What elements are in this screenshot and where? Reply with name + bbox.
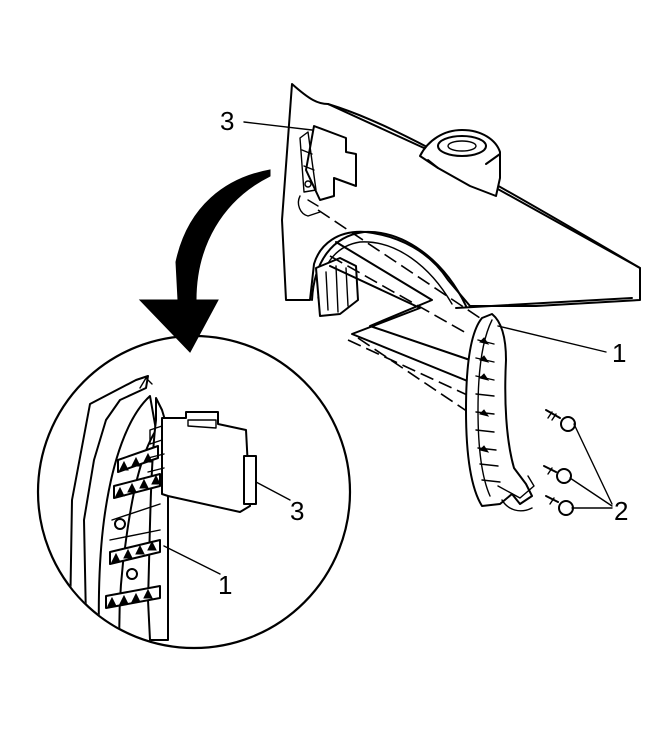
front-bracket bbox=[297, 125, 357, 217]
alignment-lines bbox=[317, 209, 481, 421]
callout-1-main: 1 bbox=[612, 338, 626, 368]
routing-path bbox=[329, 241, 471, 383]
detail-arrow bbox=[138, 169, 271, 353]
callout-3-main: 3 bbox=[220, 106, 234, 136]
screws bbox=[543, 409, 576, 516]
callout-3-detail: 3 bbox=[290, 496, 304, 526]
detail-view bbox=[36, 334, 352, 650]
screw-upper bbox=[545, 409, 576, 432]
strut-tower bbox=[419, 129, 501, 197]
wheelhouse-liner bbox=[465, 313, 535, 512]
callout-2-main: 2 bbox=[614, 496, 628, 526]
leader-lines-main bbox=[243, 121, 613, 509]
screw-middle bbox=[543, 465, 572, 484]
callout-1-detail: 1 bbox=[218, 570, 232, 600]
screw-lower bbox=[545, 495, 574, 516]
fender-panel bbox=[281, 83, 641, 317]
